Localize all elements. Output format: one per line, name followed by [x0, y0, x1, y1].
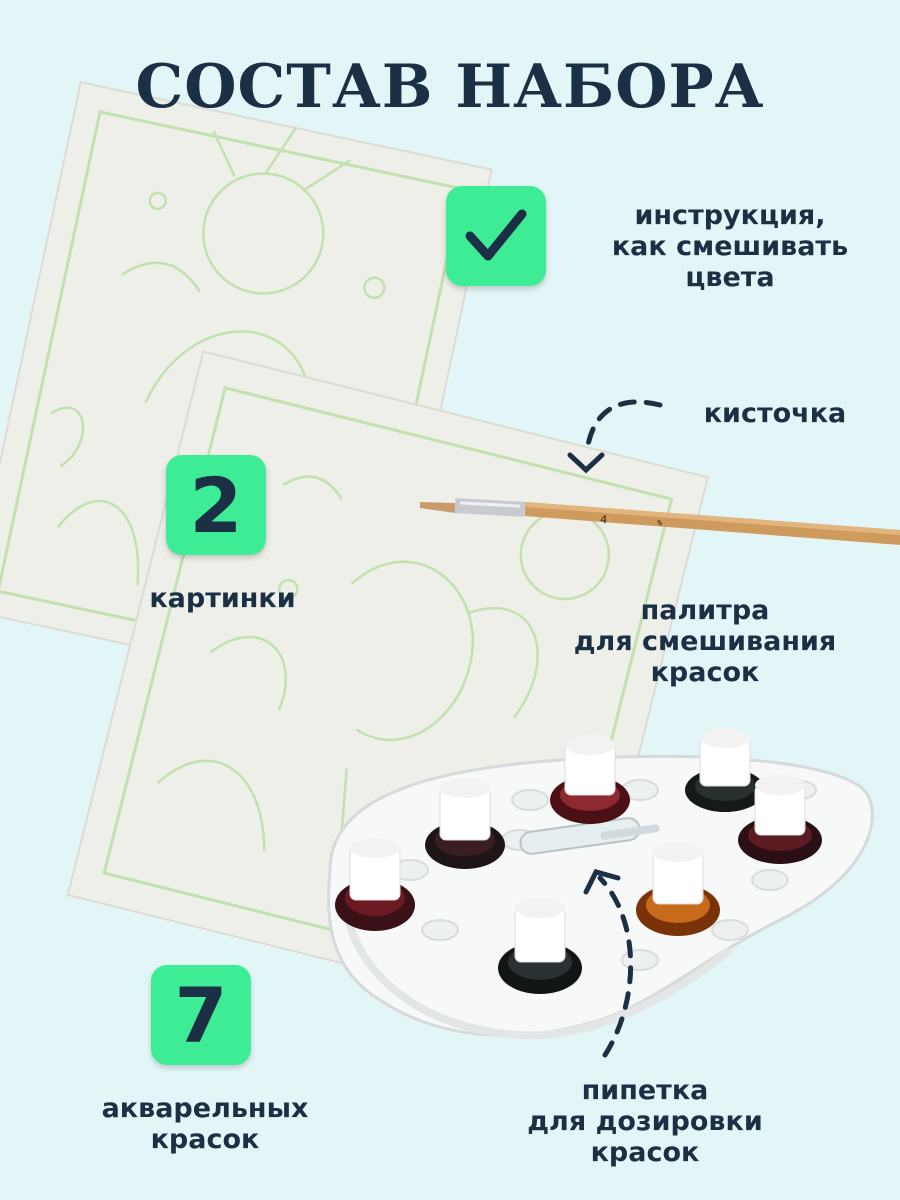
- palette-label: палитра для смешивания красок: [573, 595, 837, 688]
- paint-jar: [335, 838, 415, 931]
- pictures-count-badge: 2: [166, 455, 266, 555]
- paintbrush: 4 ✎: [420, 498, 900, 545]
- instruction-label: инструкция, как смешивать цвета: [611, 200, 849, 293]
- checkmark-icon: [465, 209, 527, 261]
- brush-size-label: 4: [600, 513, 608, 526]
- paint-jar: [425, 778, 505, 869]
- brush-brand-mark: ✎: [655, 519, 663, 530]
- paints-count-badge: 7: [151, 965, 251, 1065]
- pipette-pointer-arrow: [583, 869, 634, 1058]
- paint-jar: [685, 728, 765, 812]
- mixing-palette: [327, 728, 874, 1040]
- brush-pointer-arrow: [567, 399, 663, 474]
- brush-label: кисточка: [703, 398, 847, 429]
- pipette: [519, 817, 660, 855]
- page-title: СОСТАВ НАБОРА: [135, 52, 765, 122]
- paint-jar: [738, 775, 822, 864]
- paint-jar: [636, 842, 720, 936]
- paints-label: акварельных красок: [101, 1093, 309, 1155]
- pictures-label: картинки: [149, 583, 296, 614]
- paint-jar: [550, 735, 630, 824]
- paint-jar: [498, 898, 582, 994]
- pipette-label: пипетка для дозировки красок: [527, 1075, 763, 1168]
- instruction-badge: [446, 186, 546, 286]
